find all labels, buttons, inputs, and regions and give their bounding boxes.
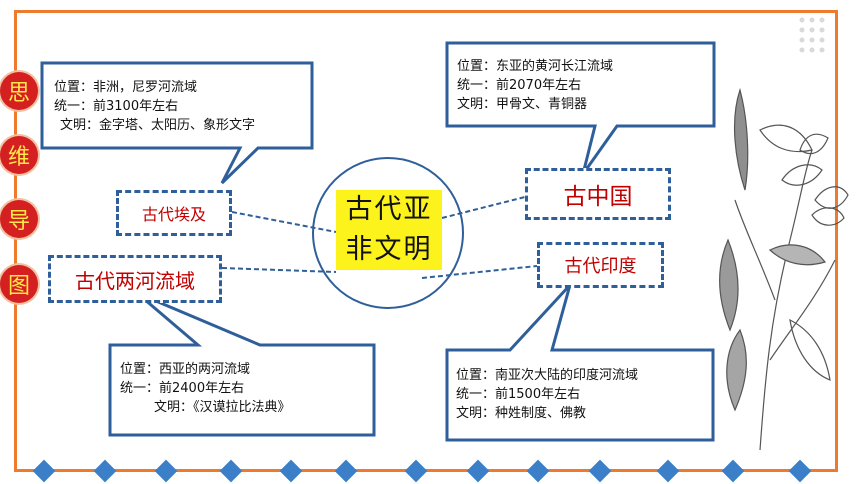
info-china-location: 位置：东亚的黄河长江流域 (457, 59, 614, 74)
info-india-location: 位置：南亚次大陆的印度河流域 (456, 368, 639, 383)
side-title-char-4: 图 (0, 265, 38, 303)
side-title-char-3: 导 (0, 200, 38, 238)
center-circle (312, 157, 464, 309)
info-mesopotamia-unification: 统一：前2400年左右 (120, 381, 245, 396)
callout-india (445, 283, 715, 442)
flower-illustration (719, 87, 849, 451)
info-egypt-location: 位置：非洲，尼罗河流域 (54, 80, 198, 95)
node-mesopotamia: 古代两河流域 (48, 255, 222, 303)
dot-grid-decoration (799, 17, 825, 53)
info-mesopotamia-location: 位置：西亚的两河流域 (120, 362, 251, 377)
info-mesopotamia-civilization: 文明：《汉谟拉比法典》 (154, 400, 291, 415)
node-china: 古中国 (525, 168, 671, 220)
callout-egypt (40, 61, 314, 185)
node-india: 古代印度 (537, 242, 664, 288)
callout-china (445, 41, 716, 175)
info-india-civilization: 文明：种姓制度、佛教 (456, 406, 587, 421)
info-china-civilization: 文明：甲骨文、青铜器 (457, 97, 588, 112)
center-title-line2: 非文明 (336, 230, 442, 270)
center-title-line1: 古代亚 (336, 190, 442, 230)
callout-mesopotamia (108, 291, 376, 437)
info-mesopotamia: 位置：西亚的两河流域 统一：前2400年左右 文明：《汉谟拉比法典》 (120, 360, 291, 417)
side-title-char-2: 维 (0, 136, 38, 174)
info-china: 位置：东亚的黄河长江流域 统一：前2070年左右 文明：甲骨文、青铜器 (457, 57, 613, 114)
info-china-unification: 统一：前2070年左右 (457, 78, 582, 93)
link-mesopotamia (221, 267, 337, 273)
link-china (441, 196, 526, 219)
info-egypt: 位置：非洲，尼罗河流域 统一：前3100年左右 文明：金字塔、太阳历、象形文字 (54, 78, 255, 135)
info-egypt-unification: 统一：前3100年左右 (54, 99, 179, 114)
node-egypt: 古代埃及 (116, 190, 232, 236)
info-india: 位置：南亚次大陆的印度河流域 统一：前1500年左右 文明：种姓制度、佛教 (456, 366, 638, 423)
info-egypt-civilization: 文明：金字塔、太阳历、象形文字 (60, 118, 256, 133)
info-india-unification: 统一：前1500年左右 (456, 387, 581, 402)
side-title-char-1: 思 (0, 72, 38, 110)
